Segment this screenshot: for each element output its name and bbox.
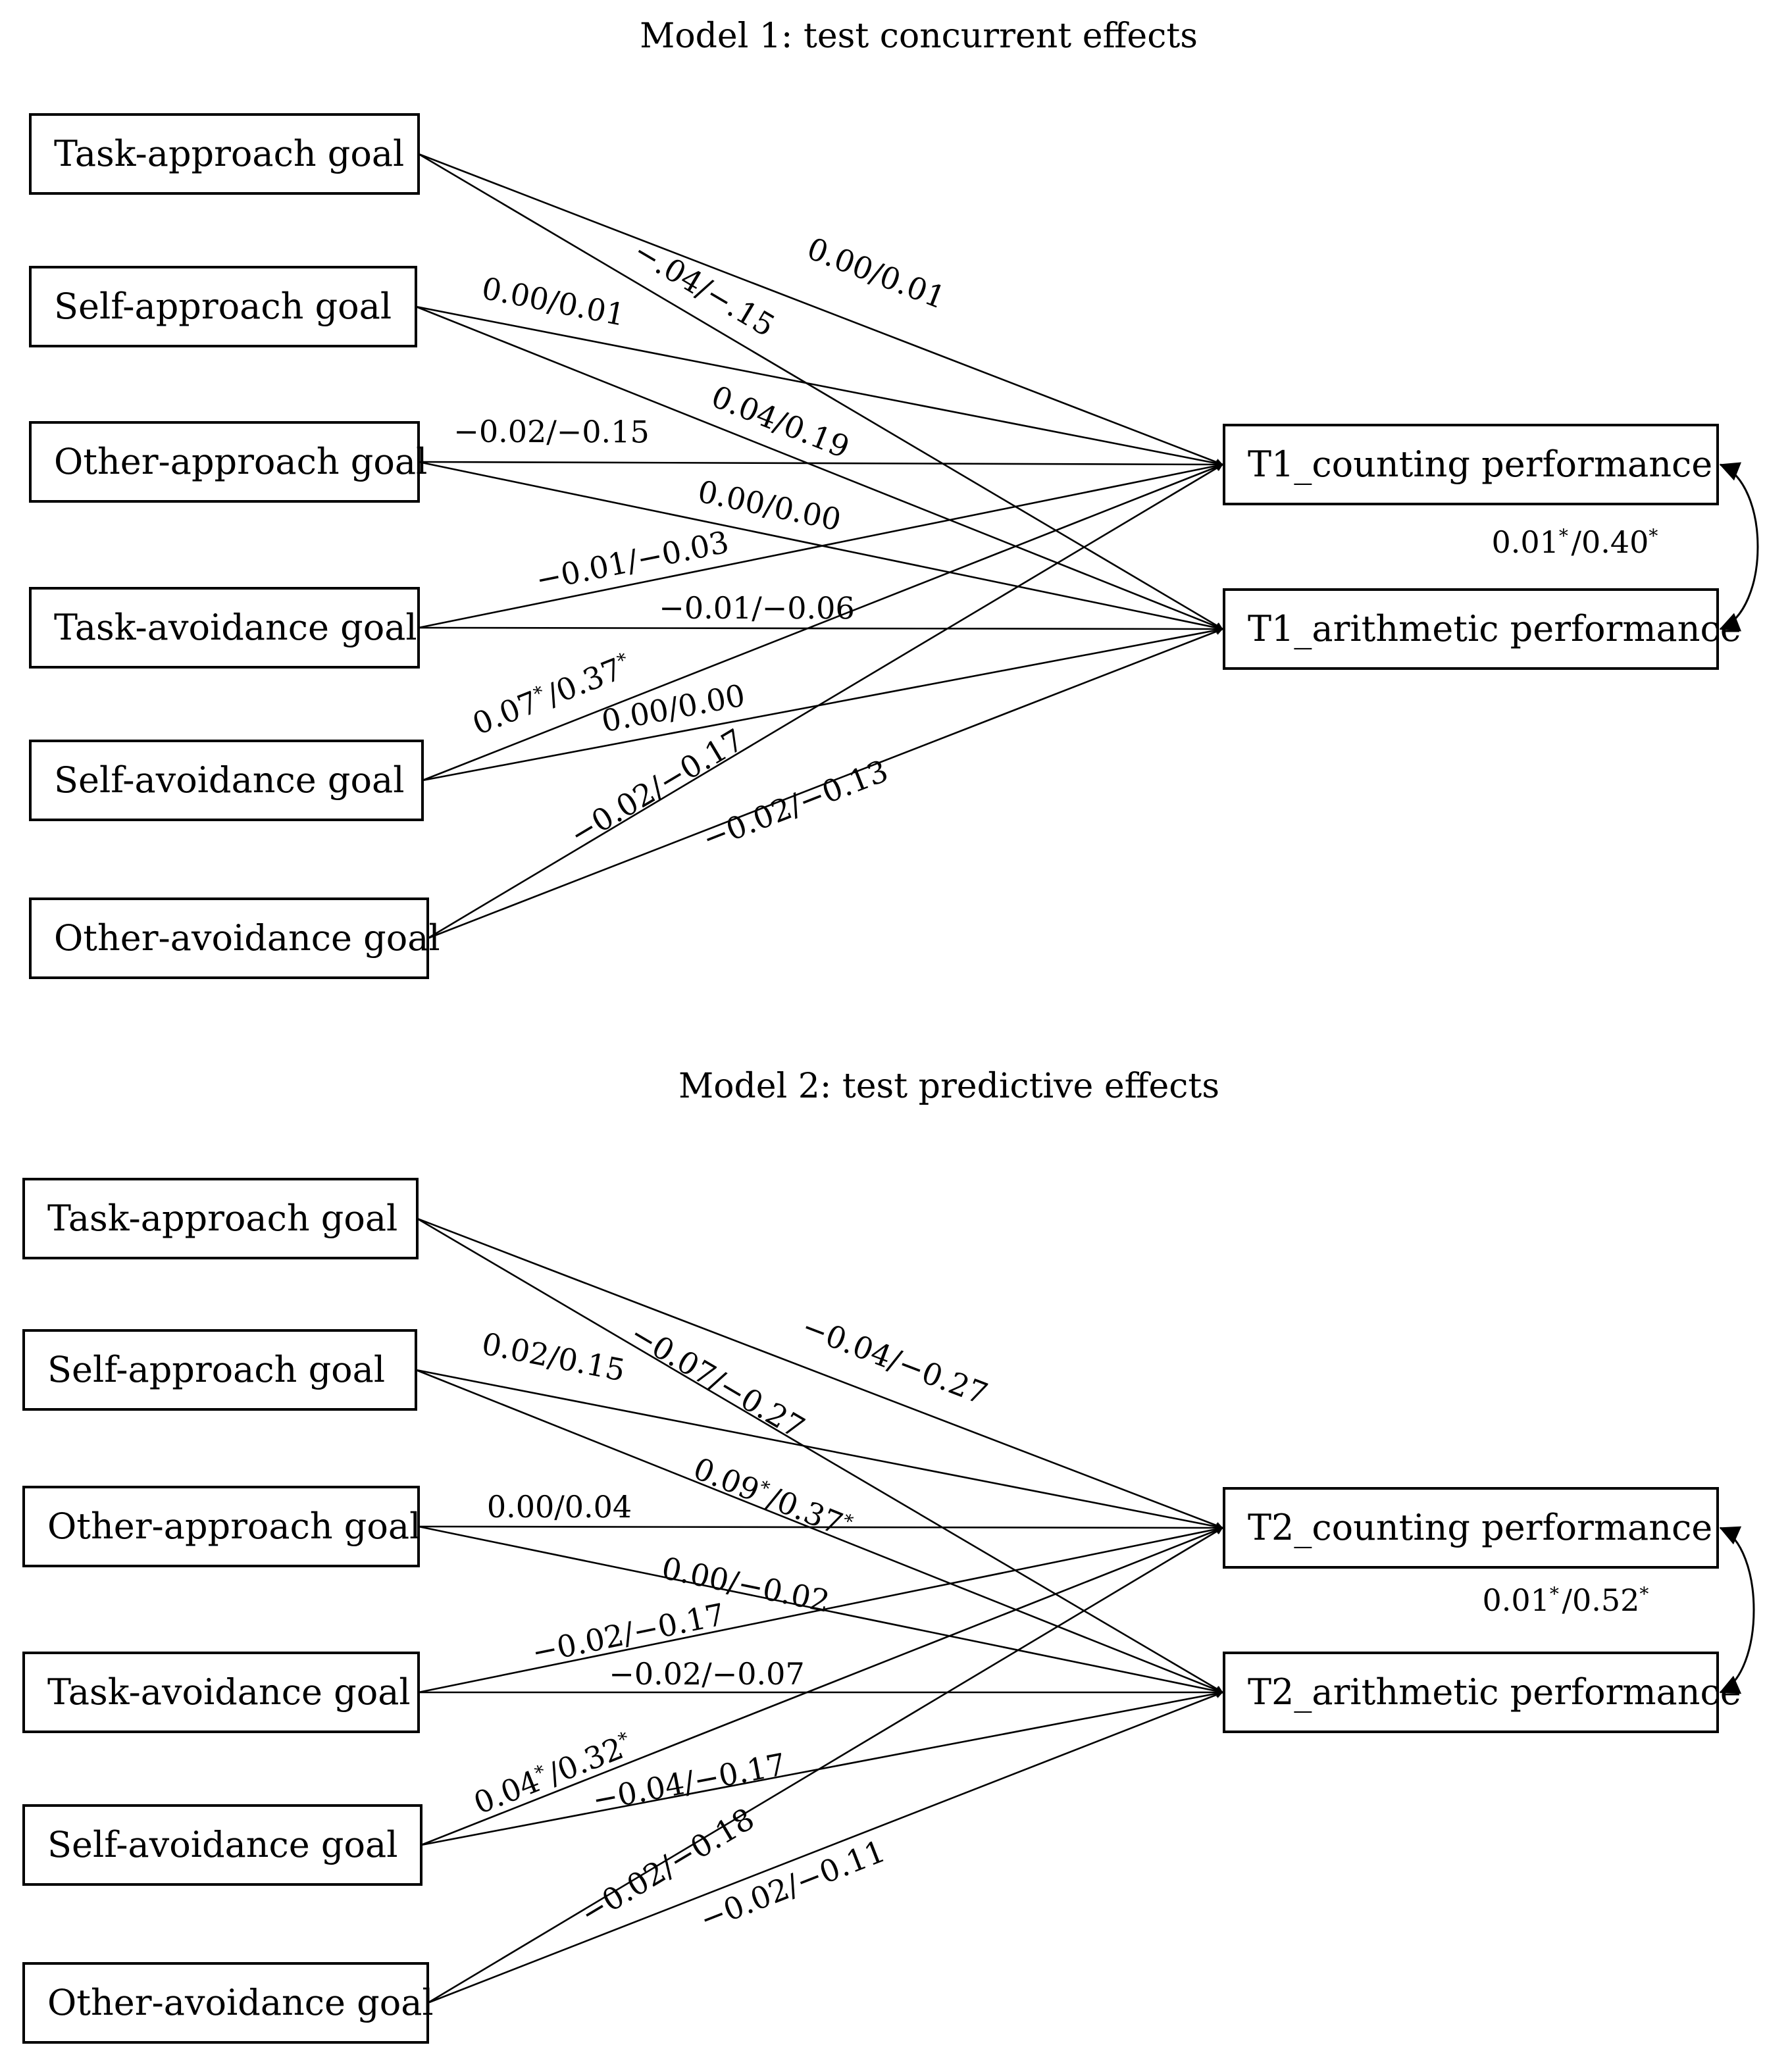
model-title: Model 1: test concurrent effects: [640, 16, 1198, 56]
outcome-label: T1_arithmetic performance: [1248, 608, 1741, 649]
predictor-label: Task-approach goal: [47, 1198, 397, 1239]
correlation-coefficient: 0.01* /0.52*: [1482, 1582, 1652, 1618]
path-coefficient: −0.02/−0.07: [609, 1656, 804, 1692]
predictor-box-frame: [22, 1962, 429, 2044]
path-coefficient: 0.02/0.15: [479, 1326, 628, 1388]
path-coefficient: −0.02/−0.13: [698, 753, 893, 857]
predictor-box-frame: [22, 1486, 420, 1567]
outcome-box: T1_arithmetic performance: [1223, 588, 1741, 670]
predictor-box: Other-approach goal: [29, 421, 427, 503]
path-coefficient: −0.02/−0.15: [453, 414, 650, 450]
path-arrow: [417, 1217, 1223, 1529]
path-coefficient: 0.09* /0.37*: [688, 1450, 859, 1546]
path-coefficient: 0.00/0.01: [802, 230, 950, 316]
path-arrow: [427, 1527, 1223, 2004]
predictor-box: Task-approach goal: [22, 1178, 419, 1259]
predictor-label: Other-approach goal: [54, 441, 427, 482]
path-arrow: [422, 626, 1223, 782]
predictor-box-frame: [22, 1329, 417, 1411]
predictor-box-frame: [29, 421, 420, 503]
predictor-box-frame: [29, 897, 429, 979]
predictor-box: Task-avoidance goal: [22, 1652, 420, 1733]
outcome-box-frame: [1223, 1652, 1719, 1733]
path-arrow: [415, 1369, 1223, 1530]
path-arrow: [427, 463, 1223, 940]
path-arrow: [418, 1525, 1223, 1694]
correlation-arrow: [1719, 462, 1759, 632]
predictor-box: Self-approach goal: [29, 266, 417, 347]
path-coefficient: −0.01/−0.06: [659, 590, 855, 626]
path-arrow: [418, 153, 1223, 630]
predictor-box: Task-avoidance goal: [29, 587, 420, 669]
outcome-label: T2_arithmetic performance: [1248, 1671, 1741, 1713]
predictor-box: Task-approach goal: [29, 113, 420, 195]
predictor-label: Task-avoidance goal: [54, 607, 417, 648]
predictor-box-frame: [29, 740, 424, 821]
path-coefficient: −.04/−.15: [628, 233, 781, 343]
outcome-box: T2_arithmetic performance: [1223, 1652, 1741, 1733]
path-arrow: [415, 305, 1223, 630]
predictor-box-frame: [22, 1652, 420, 1733]
path-arrow: [418, 153, 1223, 466]
predictor-label: Other-avoidance goal: [47, 1982, 434, 2023]
outcome-box: T1_counting performance: [1223, 424, 1719, 505]
path-arrow: [418, 1524, 1223, 1532]
predictor-label: Self-approach goal: [47, 1349, 385, 1390]
predictor-label: Self-approach goal: [54, 286, 392, 327]
predictor-box: Other-avoidance goal: [29, 897, 440, 979]
path-arrow: [421, 1690, 1223, 1846]
path-arrow: [427, 628, 1223, 940]
outcome-box-frame: [1223, 588, 1719, 670]
path-arrow: [422, 463, 1223, 782]
predictor-box: Other-approach goal: [22, 1486, 421, 1567]
outcome-box: T2_counting performance: [1223, 1487, 1719, 1569]
outcome-box-frame: [1223, 1487, 1719, 1569]
outcome-box-frame: [1223, 424, 1719, 505]
predictor-box-frame: [29, 113, 420, 195]
predictor-label: Other-approach goal: [47, 1505, 421, 1547]
predictor-label: Task-avoidance goal: [47, 1671, 411, 1713]
outcome-label: T2_counting performance: [1248, 1507, 1712, 1548]
path-coefficient: 0.00/0.04: [487, 1489, 632, 1525]
predictor-label: Task-approach goal: [54, 133, 404, 174]
predictor-box-frame: [29, 266, 417, 347]
predictor-box: Other-avoidance goal: [22, 1962, 434, 2044]
path-arrow: [418, 461, 1223, 468]
model-title: Model 2: test predictive effects: [678, 1067, 1219, 1106]
predictor-box-frame: [29, 587, 420, 669]
outcome-label: T1_counting performance: [1248, 443, 1712, 485]
path-coefficient: −0.07/−0.27: [624, 1316, 811, 1446]
predictor-label: Other-avoidance goal: [54, 917, 440, 959]
path-arrow: [418, 462, 1223, 629]
correlation-arrow: [1719, 1526, 1755, 1694]
path-coefficient: −0.04/−0.27: [797, 1309, 992, 1412]
predictor-box: Self-approach goal: [22, 1329, 417, 1411]
path-arrow: [418, 625, 1223, 633]
path-coefficient: −0.01/−0.03: [533, 524, 732, 597]
predictor-box-frame: [22, 1804, 422, 1886]
predictor-box: Self-avoidance goal: [29, 740, 424, 821]
predictor-label: Self-avoidance goal: [47, 1824, 397, 1865]
predictor-box-frame: [22, 1178, 419, 1259]
path-arrow: [415, 1369, 1223, 1694]
predictor-box: Self-avoidance goal: [22, 1804, 422, 1886]
predictor-label: Self-avoidance goal: [54, 759, 404, 801]
path-arrow: [421, 1527, 1223, 1846]
correlation-coefficient: 0.01* /0.40*: [1491, 524, 1661, 560]
path-arrow: [417, 1217, 1223, 1694]
path-arrow: [427, 1691, 1223, 2004]
path-arrow: [415, 305, 1223, 467]
